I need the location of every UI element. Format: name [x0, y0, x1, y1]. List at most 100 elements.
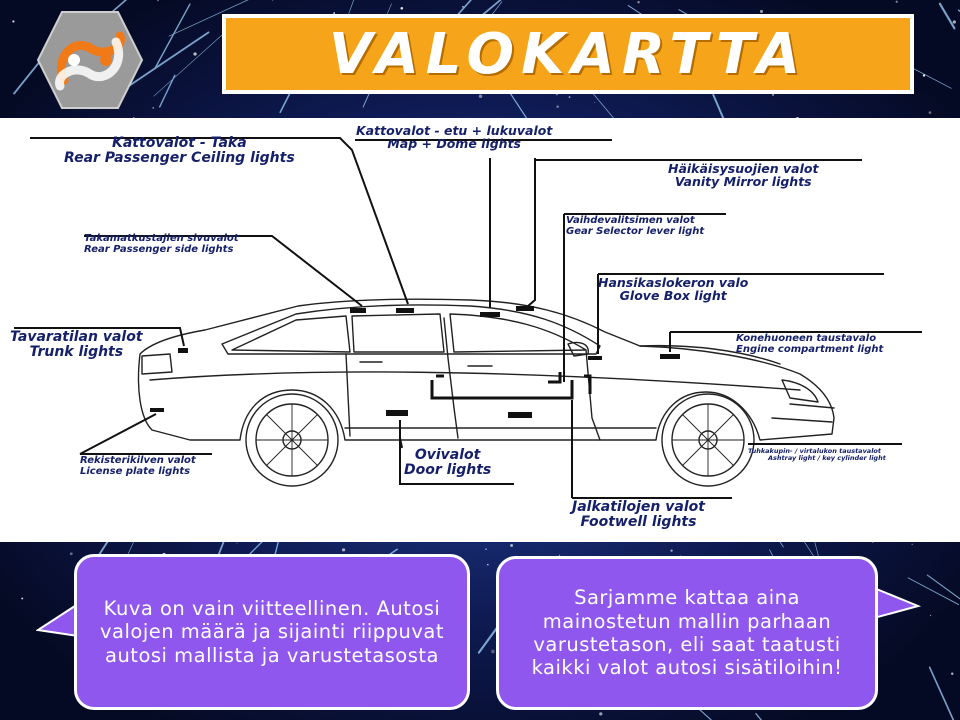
leader-engine — [669, 331, 922, 352]
background-sparkle — [922, 74, 926, 77]
background-streak — [153, 33, 224, 97]
background-sparkle — [462, 5, 464, 8]
leader-gear — [563, 213, 726, 382]
background-sparkle — [911, 543, 913, 546]
hood-line — [639, 344, 781, 365]
background-sparkle — [599, 712, 603, 716]
background-sparkle — [333, 12, 336, 15]
background-sparkle — [568, 96, 571, 98]
label-door: Ovivalot Door lights — [404, 447, 492, 478]
background-sparkle — [637, 1, 640, 4]
background-sparkle — [556, 105, 559, 108]
car-light-map-panel: Kattovalot - Taka Rear Passenger Ceiling… — [0, 118, 960, 542]
background-streak — [154, 3, 191, 69]
label-gear: Vaihdevalitsimen valot Gear Selector lev… — [566, 215, 705, 237]
background-sparkle — [930, 614, 932, 616]
background-sparkle — [510, 544, 513, 547]
label-rear-side: Takamatkustajien sivuvalot Rear Passenge… — [84, 233, 239, 255]
background-sparkle — [69, 552, 73, 556]
side-mirror — [567, 341, 589, 357]
marker-license — [150, 408, 164, 412]
rear-window — [231, 315, 351, 353]
leader-rear-ceiling — [30, 137, 409, 305]
front-bumper — [771, 403, 835, 423]
marker-rear-ceiling — [396, 308, 414, 313]
leader-glove — [597, 273, 884, 354]
car-body-outline — [137, 298, 835, 441]
background-sparkle — [952, 20, 956, 24]
yin-yang-logo-icon — [36, 11, 144, 109]
background-sparkle — [895, 0, 898, 3]
background-streak — [474, 0, 502, 23]
background-streak — [168, 0, 249, 37]
label-engine: Konehuoneen taustavalo Engine compartmen… — [736, 333, 884, 355]
door-seams — [345, 317, 601, 441]
background-sparkle — [594, 102, 596, 104]
label-footwell: Jalkatilojen valot Footwell lights — [572, 499, 705, 530]
leader-trunk — [14, 327, 185, 347]
background-streak — [938, 2, 956, 30]
leader-vanity — [527, 158, 862, 307]
footwell-bracket-mid — [548, 372, 562, 384]
marker-trunk — [178, 348, 188, 353]
label-trunk: Tavaratilan valot Trunk lights — [10, 329, 143, 360]
car-diagram — [14, 137, 922, 499]
door-handles — [359, 361, 493, 367]
label-glove: Hansikaslokeron valo Glove Box light — [598, 275, 749, 304]
marker-map-dome — [480, 312, 500, 317]
label-map-dome: Kattovalot - etu + lukuvalot Map + Dome … — [356, 123, 553, 152]
rear-door-window — [351, 313, 445, 353]
label-ashtray: Tuhkakupin- / virtalukon taustavalot Ash… — [748, 447, 886, 462]
leader-map-dome — [355, 139, 612, 308]
footwell-bracket-left — [430, 380, 574, 400]
page-title: VALOKARTTA — [328, 21, 808, 87]
body-crease — [149, 371, 801, 391]
background-sparkle — [133, 116, 135, 119]
background-sparkle — [193, 52, 197, 56]
headlight — [781, 379, 819, 403]
background-streak — [928, 666, 955, 720]
background-streak — [907, 577, 960, 606]
tail-light — [141, 353, 173, 375]
background-sparkle — [400, 6, 404, 10]
front-door-window — [449, 313, 587, 353]
label-license: Rekisterikilven valot License plate ligh… — [80, 455, 196, 477]
label-vanity: Häikäisysuojien valot Vanity Mirror ligh… — [668, 161, 819, 190]
background-sparkle — [772, 93, 775, 96]
marker-vanity — [516, 306, 534, 311]
background-sparkle — [21, 597, 24, 600]
background-sparkle — [491, 649, 495, 654]
car-window-frame — [221, 304, 601, 355]
label-rear-ceiling: Kattovalot - Taka Rear Passenger Ceiling… — [64, 135, 295, 166]
background-sparkle — [928, 111, 932, 114]
background-streak — [755, 713, 763, 720]
background-sparkle — [759, 9, 764, 14]
background-streak — [158, 74, 176, 108]
leader-door — [399, 420, 514, 485]
bubble-right-tail — [873, 586, 922, 620]
title-banner: VALOKARTTA — [222, 14, 914, 94]
front-wheel — [661, 393, 755, 487]
background-sparkle — [478, 94, 483, 99]
marker-rear-side — [350, 308, 366, 313]
marker-engine — [660, 354, 680, 359]
background-sparkle — [341, 548, 346, 552]
rear-wheel — [245, 393, 339, 487]
background-sparkle — [12, 20, 15, 23]
leader-license — [79, 413, 212, 455]
background-streak — [926, 574, 960, 600]
note-bubble-right: Sarjamme kattaa aina mainostetun mallin … — [496, 556, 878, 710]
background-sparkle — [951, 672, 954, 675]
footwell-bracket-right — [584, 374, 592, 394]
background-sparkle — [152, 106, 155, 109]
background-sparkle — [670, 549, 673, 552]
leader-footwell — [571, 400, 732, 499]
background-sparkle — [485, 548, 487, 551]
background-streak — [127, 31, 210, 87]
background-sparkle — [236, 542, 238, 544]
leader-rear-side — [84, 235, 363, 307]
note-bubble-left: Kuva on vain viitteellinen. Autosi valoj… — [74, 554, 470, 710]
marker-door-rear — [386, 410, 408, 416]
marker-door-front — [508, 412, 532, 418]
marker-glove — [588, 356, 602, 360]
